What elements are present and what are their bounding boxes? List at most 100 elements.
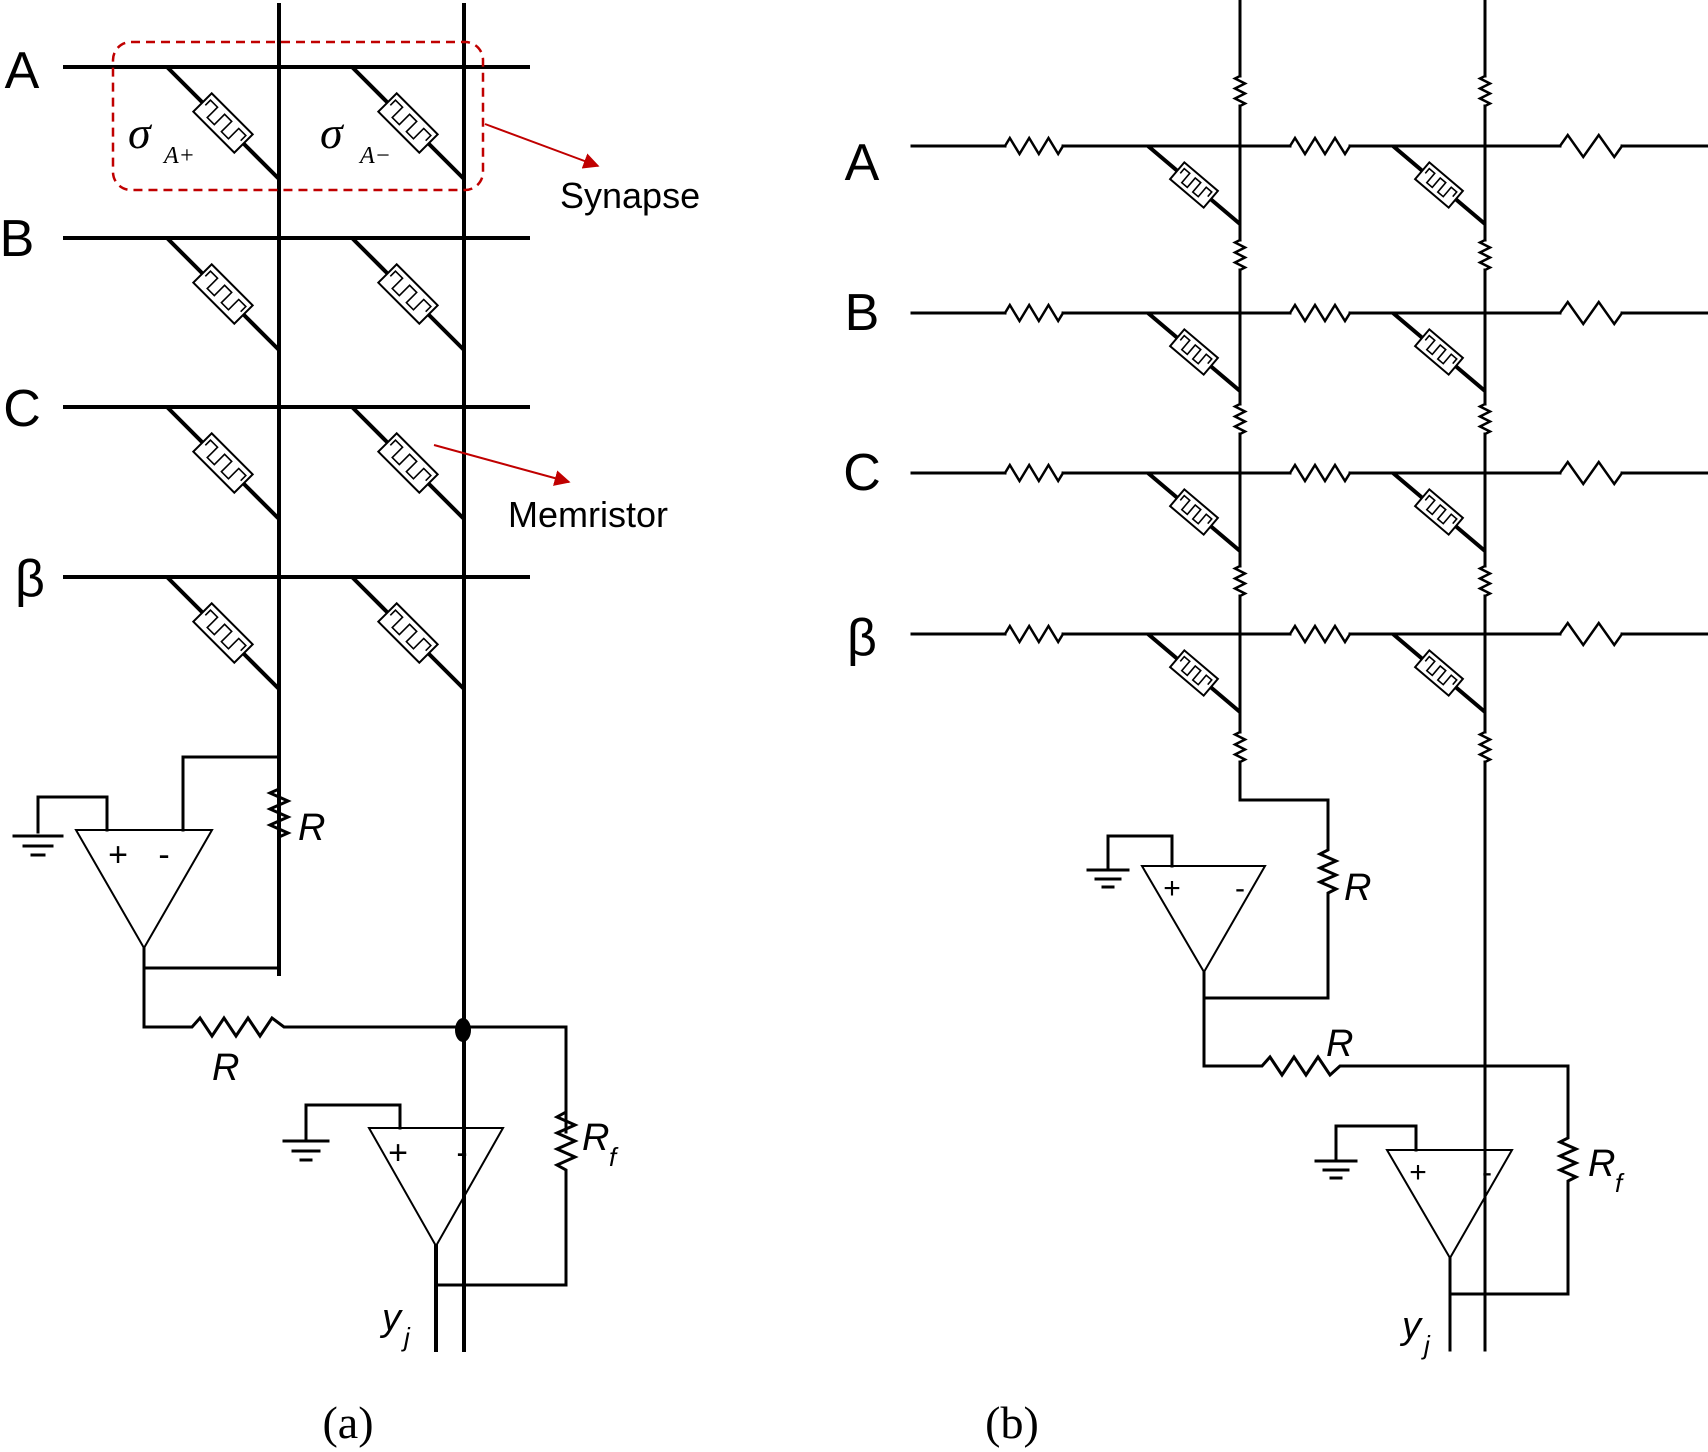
- row-label-c-b: C: [843, 444, 881, 502]
- panel-b-crossbar: A B C β R R + - + -: [843, 0, 1708, 1448]
- opamp-1-ground-wire: [36, 795, 109, 834]
- sigma-minus-symbol: σ: [320, 107, 345, 158]
- memristor-a-r1-c0: [165, 236, 281, 352]
- resistor-r-label: R: [298, 807, 325, 849]
- output-yj-label: y j: [379, 1297, 411, 1352]
- rf-label: R f: [582, 1117, 619, 1172]
- row-b-resistor-3-1: [1288, 623, 1352, 645]
- row-label-beta-b: β: [847, 609, 877, 667]
- opamp-b2-minus: -: [1482, 1156, 1492, 1189]
- caption-a: (a): [322, 1397, 373, 1448]
- memristor-callout: Memristor: [508, 494, 668, 535]
- col-b-resistor-0-2: [1232, 402, 1248, 436]
- opamp-b2-ground-wire: [1334, 1124, 1418, 1160]
- memristor-array-b: [1146, 144, 1487, 714]
- col-b-resistor-1-4: [1477, 730, 1493, 764]
- rf-subscript: f: [609, 1142, 619, 1172]
- summing-resistor-r-b: [1202, 970, 1570, 1130]
- opamp-2-plus: +: [388, 1134, 408, 1172]
- col-b-resistor-1-2: [1477, 402, 1493, 436]
- memristor-b-r2-c0: [1146, 471, 1242, 553]
- memristor-b-r0-c0: [1146, 144, 1242, 226]
- row-b-resistor-2-2: [1558, 459, 1624, 487]
- memristor-a-r3-c1: [350, 575, 466, 691]
- col-b-resistor-0-4: [1232, 730, 1248, 764]
- row-label-beta: β: [15, 550, 45, 608]
- memristor-arrow: [433, 444, 571, 486]
- memristor-a-r2-c0: [165, 405, 281, 521]
- opamp-1-triangle: [74, 829, 214, 951]
- synapse-arrow: [484, 123, 600, 169]
- memristor-b-r0-c1: [1391, 144, 1487, 226]
- sigma-plus-symbol: σ: [128, 107, 153, 158]
- row-b-resistor-0-1: [1288, 135, 1352, 157]
- summing-opamp-b: [1314, 1124, 1580, 1352]
- memristor-b-r1-c1: [1391, 311, 1487, 393]
- column-lines: [277, 3, 466, 1352]
- rf-subscript-b: f: [1615, 1168, 1625, 1198]
- opamp-2-ground-wire: [304, 1103, 402, 1140]
- synapse-callout: Synapse: [560, 175, 700, 216]
- panel-b-wires: [910, 0, 1708, 1352]
- output-yj-label-b: y j: [1399, 1305, 1431, 1360]
- junction-node: [455, 1018, 471, 1042]
- feedback-resistor-r: [142, 755, 292, 970]
- row-lines: [63, 65, 530, 579]
- resistor-r-label-2: R: [212, 1047, 239, 1089]
- opamp-1-plus: +: [108, 836, 128, 874]
- panel-a-crossbar: A B C β σ A+ σ A− Synapse: [0, 3, 700, 1448]
- col-b-resistor-0-1: [1232, 238, 1248, 272]
- memristor-b-r3-c0: [1146, 632, 1242, 714]
- opamp-2-triangle: [367, 1127, 505, 1249]
- rf-symbol-b: R: [1588, 1143, 1615, 1185]
- memristor-b-r1-c0: [1146, 311, 1242, 393]
- opamp-2-minus: -: [456, 1134, 467, 1172]
- row-label-a: A: [5, 42, 40, 100]
- row-b-resistor-0-0: [1003, 135, 1065, 157]
- rf-label-b: R f: [1588, 1143, 1625, 1198]
- yj-subscript-b: j: [1421, 1330, 1431, 1360]
- row-b-resistor-1-0: [1003, 302, 1065, 324]
- opamp-1-feedback-top: [181, 755, 281, 832]
- yj-symbol-b: y: [1399, 1305, 1423, 1347]
- row-label-a-b: A: [845, 134, 880, 192]
- col-b-resistor-0-3: [1232, 564, 1248, 598]
- feedback-resistor-rf: [434, 1106, 579, 1287]
- resistor-r-label-b-2: R: [1326, 1023, 1353, 1065]
- row-label-b: B: [0, 210, 34, 268]
- memristor-a-r2-c1: [350, 405, 466, 521]
- col-b-resistor-1-1: [1477, 238, 1493, 272]
- row-b-resistor-3-0: [1003, 623, 1065, 645]
- opamp-b1-plus: +: [1163, 872, 1181, 905]
- opamp-1-minus: -: [158, 836, 169, 874]
- synapse-highlight-box: [111, 40, 485, 192]
- inverter-opamp-a: [12, 755, 568, 1134]
- sigma-plus-subscript: A+: [162, 143, 195, 169]
- summing-resistor-r: [142, 946, 568, 1134]
- opamp-b1-triangle: [1140, 865, 1267, 974]
- caption-b: (b): [985, 1397, 1039, 1448]
- row-b-resistor-2-0: [1003, 462, 1065, 484]
- sigma-minus-subscript: A−: [358, 143, 391, 169]
- yj-subscript: j: [401, 1322, 411, 1352]
- memristor-b-r3-c1: [1391, 632, 1487, 714]
- row-b-resistor-1-1: [1288, 302, 1352, 324]
- row-label-c: C: [3, 380, 41, 438]
- opamp-b2-triangle: [1385, 1149, 1514, 1260]
- opamp-b2-plus: +: [1409, 1156, 1427, 1189]
- row-b-resistor-0-2: [1558, 132, 1624, 160]
- memristor-a-r0-c0: [165, 65, 281, 181]
- yj-symbol: y: [379, 1297, 403, 1339]
- feedback-resistor-r-b: [1202, 798, 1340, 1000]
- feedback-resistor-rf-b: [1448, 1126, 1580, 1296]
- rf-symbol: R: [582, 1117, 609, 1159]
- sigma-a-minus-label: σ A−: [320, 107, 391, 169]
- inverter-opamp-b: [1086, 798, 1570, 1130]
- col-b-resistor-1-0: [1477, 74, 1493, 108]
- col-b-resistor-1-3: [1477, 564, 1493, 598]
- memristor-array-a: [165, 65, 466, 691]
- sigma-a-plus-label: σ A+: [128, 107, 195, 169]
- row-label-b-b: B: [845, 284, 880, 342]
- col-b-resistor-0-0: [1232, 74, 1248, 108]
